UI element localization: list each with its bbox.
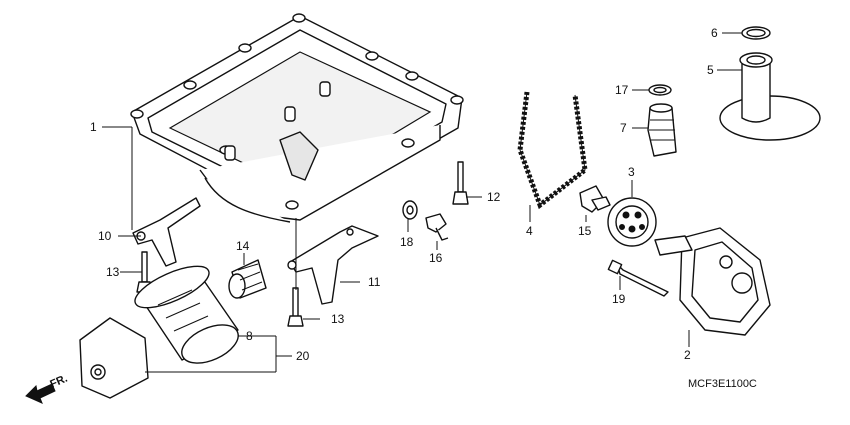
figure-code: MCF3E1100C — [688, 378, 757, 390]
filter-boss[interactable] — [228, 259, 267, 299]
front-label: FR. — [48, 373, 69, 391]
callout-20: 20 — [296, 349, 310, 363]
callout-4: 4 — [526, 224, 533, 238]
callout-13-right: 13 — [331, 312, 345, 326]
strainer[interactable] — [719, 52, 821, 141]
filter-cap[interactable] — [79, 317, 149, 399]
callout-10: 10 — [98, 229, 112, 243]
oil-pressure-switch[interactable] — [579, 185, 611, 213]
oil-filter[interactable] — [130, 258, 244, 371]
callout-3: 3 — [628, 165, 635, 179]
callout-1: 1 — [90, 120, 97, 134]
callout-11: 11 — [368, 275, 381, 289]
callout-16: 16 — [429, 251, 443, 265]
bracket-right[interactable] — [287, 225, 379, 305]
callout-14: 14 — [236, 239, 250, 253]
callout-8: 8 — [246, 329, 253, 343]
callout-7: 7 — [620, 121, 627, 135]
leader-lines — [102, 32, 742, 373]
sealing-washer[interactable] — [402, 200, 418, 220]
callout-5: 5 — [707, 63, 714, 77]
callout-labels: 1 2 3 4 5 6 7 8 10 11 12 13 13 14 15 16 … — [90, 26, 718, 363]
bolt-bracket-right[interactable] — [287, 287, 304, 327]
oil-pump[interactable] — [654, 227, 771, 336]
callout-12: 12 — [487, 190, 501, 204]
sprocket[interactable] — [607, 197, 657, 247]
relief-valve-o-ring[interactable] — [648, 84, 672, 96]
callout-13-left: 13 — [106, 265, 120, 279]
front-direction-indicator: FR. — [25, 373, 69, 404]
pump-bolt[interactable] — [607, 259, 669, 297]
drain-bolt[interactable] — [425, 213, 449, 241]
strainer-o-ring[interactable] — [741, 26, 771, 40]
callout-6: 6 — [711, 26, 718, 40]
callout-15: 15 — [578, 224, 592, 238]
callout-17: 17 — [615, 83, 629, 97]
relief-valve[interactable] — [647, 103, 677, 157]
callout-2: 2 — [684, 348, 691, 362]
bolt-pan[interactable] — [452, 161, 469, 205]
chain[interactable] — [517, 91, 588, 210]
callout-19: 19 — [612, 292, 626, 306]
oil-pan[interactable] — [130, 13, 464, 223]
front-arrow-icon — [25, 383, 56, 404]
bracket-left[interactable] — [132, 197, 201, 267]
callout-18: 18 — [400, 235, 414, 249]
